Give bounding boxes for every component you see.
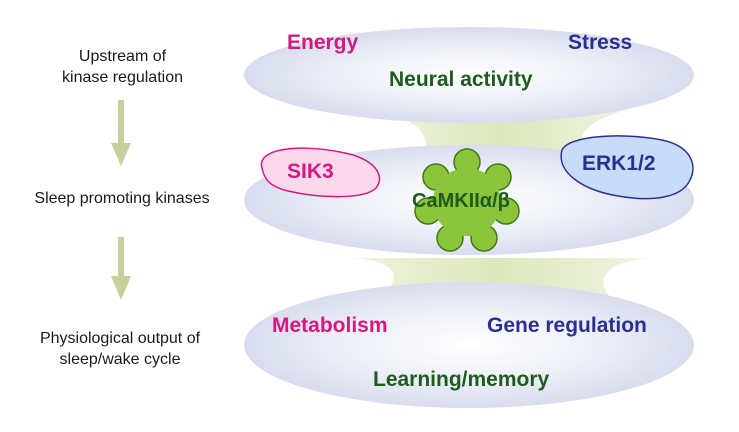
kinase-erk: ERK1/2 — [582, 152, 656, 175]
camk-shape — [414, 148, 520, 252]
term-stress: Stress — [568, 31, 633, 54]
bottom-disc — [244, 282, 694, 408]
kinase-sik3: SIK3 — [287, 160, 334, 183]
sik3-shape — [260, 147, 381, 198]
label-output: Physiological output of sleep/wake cycle — [10, 328, 230, 370]
top-disc — [244, 27, 694, 123]
term-learning-memory: Learning/memory — [373, 368, 550, 391]
kinase-camk: CaMKIIα/β — [412, 190, 510, 212]
label-output-line-2: sleep/wake cycle — [59, 351, 181, 368]
label-upstream-line-2: kinase regulation — [62, 69, 183, 86]
term-energy: Energy — [287, 31, 359, 54]
label-output-line-1: Physiological output of — [39, 330, 201, 347]
label-kinases: Sleep promoting kinases — [2, 188, 242, 209]
erk-shape — [560, 135, 694, 200]
arrow-upstream-to-kinases — [111, 100, 131, 166]
term-gene-regulation: Gene regulation — [487, 314, 647, 337]
label-kinases-line-1: Sleep promoting kinases — [34, 190, 210, 207]
term-metabolism: Metabolism — [272, 314, 388, 337]
term-neural-activity: Neural activity — [389, 68, 533, 91]
label-upstream-line-1: Upstream of — [78, 48, 167, 65]
label-upstream: Upstream of kinase regulation — [30, 46, 215, 88]
arrow-kinases-to-output — [111, 237, 131, 300]
